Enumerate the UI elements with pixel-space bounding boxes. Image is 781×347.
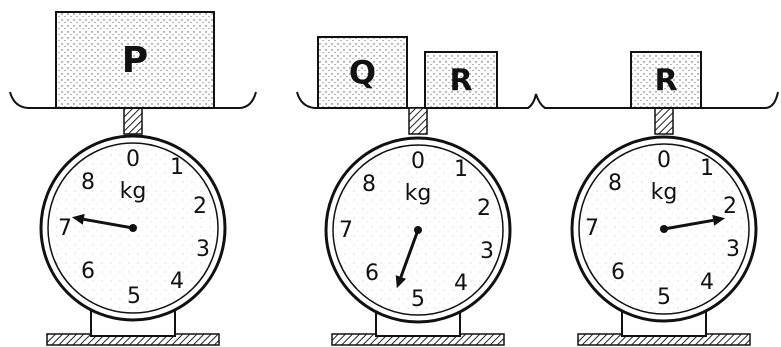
dial-number-5: 5	[127, 284, 141, 309]
pointer-pivot	[129, 224, 137, 232]
dial-number-3: 3	[480, 239, 494, 264]
scale-neck	[409, 108, 427, 134]
dial-number-2: 2	[193, 194, 207, 219]
dial-number-8: 8	[81, 170, 95, 195]
dial-number-6: 6	[611, 260, 625, 285]
dial-number-3: 3	[196, 237, 210, 262]
dial-number-0: 0	[411, 149, 425, 174]
dial-number-3: 3	[726, 237, 740, 262]
dial-number-7: 7	[339, 218, 353, 243]
dial-number-5: 5	[657, 285, 671, 310]
weight-box-label: P	[122, 40, 148, 81]
dial-number-7: 7	[585, 216, 599, 241]
dial-number-4: 4	[454, 271, 468, 296]
unit-label: kg	[120, 179, 147, 204]
weight-box-label: R	[654, 64, 677, 99]
dial-number-1: 1	[170, 155, 184, 180]
unit-label: kg	[405, 181, 432, 206]
dial-number-6: 6	[365, 261, 379, 286]
dial-number-1: 1	[454, 157, 468, 182]
dial-number-8: 8	[362, 172, 376, 197]
dial-number-6: 6	[81, 259, 95, 284]
scale-neck	[655, 108, 673, 134]
dial-number-5: 5	[411, 287, 425, 312]
weight-box-label: R	[449, 64, 472, 99]
dial-number-4: 4	[170, 269, 184, 294]
dial-number-8: 8	[608, 171, 622, 196]
scale-neck	[124, 108, 142, 134]
dial-number-2: 2	[477, 196, 491, 221]
dial-number-0: 0	[126, 147, 140, 172]
weight-box-label: Q	[349, 54, 376, 92]
dial-number-4: 4	[700, 270, 714, 295]
pointer-pivot	[660, 225, 668, 233]
dial-number-7: 7	[58, 216, 72, 241]
dial-number-1: 1	[700, 156, 714, 181]
dial-number-0: 0	[657, 148, 671, 173]
dial-number-2: 2	[723, 194, 737, 219]
unit-label: kg	[651, 180, 678, 205]
pointer-pivot	[414, 226, 422, 234]
